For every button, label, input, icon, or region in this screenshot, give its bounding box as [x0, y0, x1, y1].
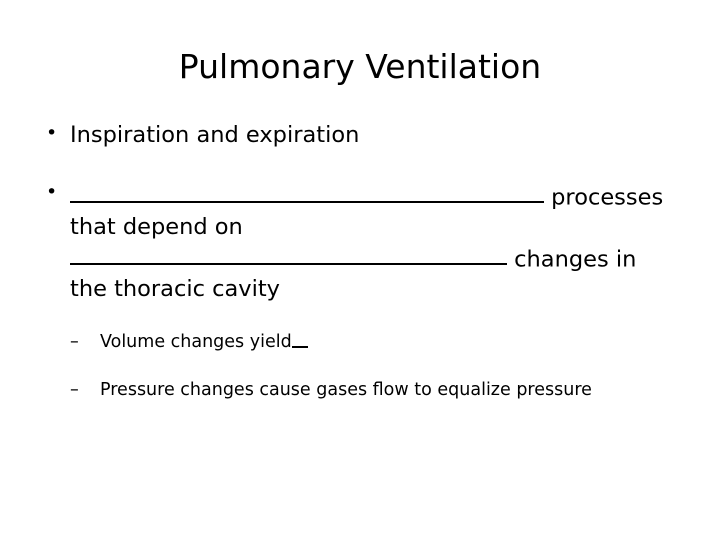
bullet-item-2-line-3: changes in — [70, 242, 698, 275]
bullet-item-2: • processes that depend on changes in th… — [38, 180, 698, 304]
bullet-item-2-line-2: that depend on — [70, 214, 243, 241]
bullet-dot-icon: • — [46, 181, 58, 204]
bullet-item-2-line-4: the thoracic cavity — [70, 276, 280, 303]
bullet-item-1-label: Inspiration and expiration — [70, 122, 360, 148]
sub-bullet-item-1: – Volume changes yield — [38, 331, 698, 354]
fill-in-blank-3 — [291, 336, 308, 348]
fill-in-blank-1 — [70, 180, 544, 203]
bullet-item-2-text-1: processes — [544, 184, 664, 211]
page-title: Pulmonary Ventilation — [178, 47, 542, 86]
sub-bullet-item-2-label: Pressure changes cause gases flow to equ… — [100, 379, 592, 400]
bullet-dot-icon: • — [46, 122, 58, 144]
bullet-dash-icon: – — [70, 331, 79, 352]
spacer — [38, 305, 698, 331]
slide-body: • Inspiration and expiration • processes… — [38, 121, 698, 402]
spacer — [38, 354, 698, 379]
sub-bullet-item-1-line: Volume changes yield — [100, 331, 698, 354]
bullet-dash-icon: – — [70, 379, 79, 400]
fill-in-blank-2 — [70, 242, 507, 266]
sub-bullet-item-2: – Pressure changes cause gases flow to e… — [38, 379, 698, 402]
bullet-item-2-text-2: changes in — [507, 247, 637, 274]
spacer — [38, 150, 698, 180]
bullet-item-2-line-1: processes — [70, 180, 698, 213]
bullet-item-1: • Inspiration and expiration — [38, 121, 698, 150]
sub-bullet-item-1-label: Volume changes yield — [100, 331, 292, 352]
